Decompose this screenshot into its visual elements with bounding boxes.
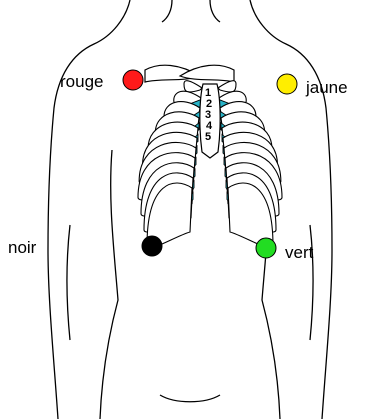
electrode-jaune [277,74,297,94]
ribs-right [138,81,202,248]
electrode-label-rouge: rouge [60,72,103,91]
electrode-label-jaune: jaune [305,78,348,97]
electrode-label-noir: noir [8,238,37,257]
rib-number: 5 [205,131,211,143]
rib [184,81,202,92]
clavicles [145,65,234,82]
electrode-rouge [123,70,143,90]
ribs-left [218,81,282,248]
electrode-noir [142,236,162,256]
rib [218,81,236,92]
electrode-vert [256,238,276,258]
electrode-label-vert: vert [285,243,314,262]
